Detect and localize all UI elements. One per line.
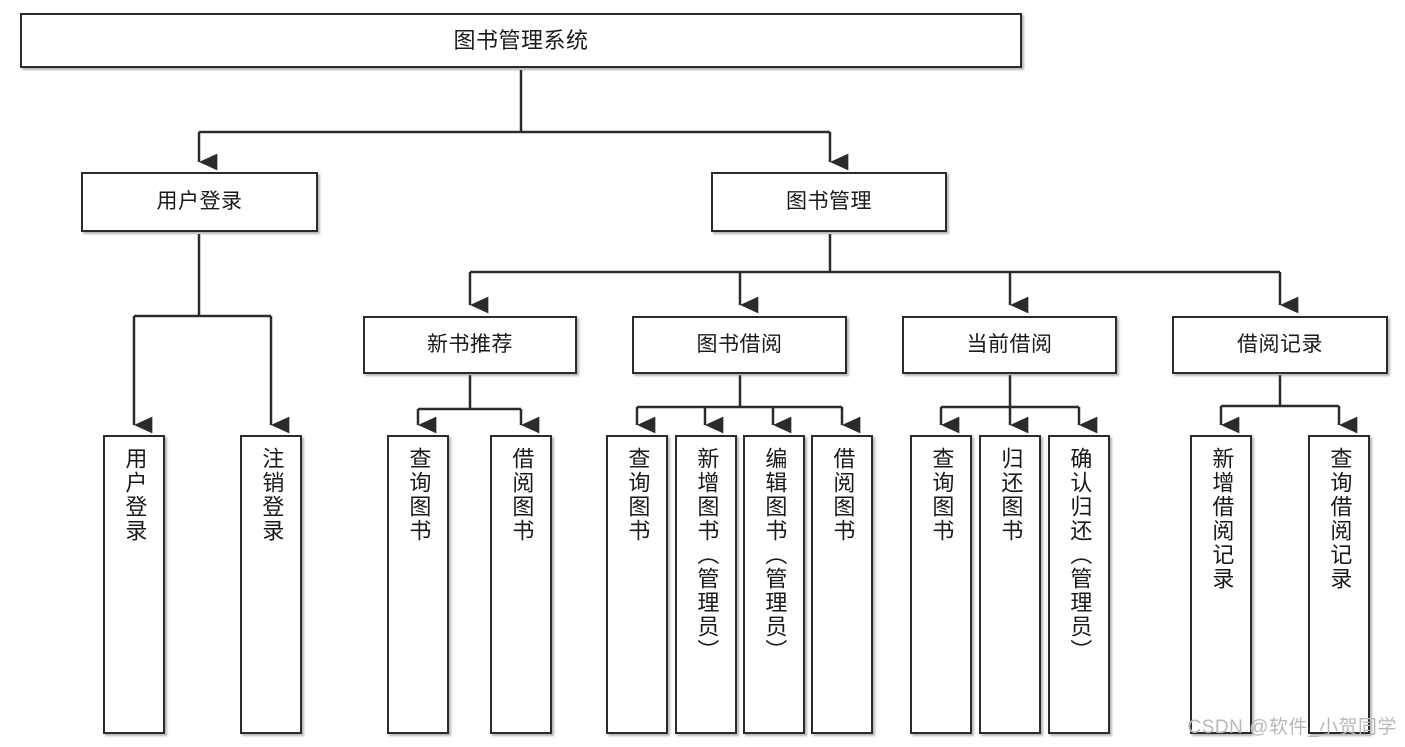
node-label: 新书推荐 — [427, 332, 513, 356]
node-label: 查询借阅记录 — [1327, 447, 1353, 591]
node-label: 借阅记录 — [1237, 332, 1323, 356]
leaf-borrow-book[interactable]: 借阅图书 — [811, 435, 873, 734]
leaf-query-borrow-record[interactable]: 查询借阅记录 — [1308, 435, 1370, 734]
leaf-query-book-new[interactable]: 查询图书 — [387, 435, 449, 734]
leaf-borrow-book-new[interactable]: 借阅图书 — [490, 435, 552, 734]
leaf-query-book-current[interactable]: 查询图书 — [910, 435, 972, 734]
leaf-user-login[interactable]: 用户登录 — [103, 435, 165, 734]
node-label: 用户登录 — [122, 447, 148, 543]
leaf-return-book[interactable]: 归还图书 — [979, 435, 1041, 734]
node-label: 图书管理系统 — [453, 27, 589, 53]
node-book-borrowing[interactable]: 图书借阅 — [632, 316, 847, 374]
leaf-confirm-return-admin[interactable]: 确认归还（管理员） — [1048, 435, 1110, 734]
node-book-management[interactable]: 图书管理 — [711, 172, 947, 232]
csdn-watermark: CSDN @软件_小贺同学 — [1187, 717, 1397, 738]
node-label: 确认归还（管理员） — [1067, 447, 1093, 663]
node-new-book-recommendation[interactable]: 新书推荐 — [363, 316, 577, 374]
node-label: 编辑图书（管理员） — [762, 447, 788, 663]
node-label: 图书管理 — [786, 189, 872, 213]
node-label: 当前借阅 — [966, 332, 1053, 356]
node-borrow-records[interactable]: 借阅记录 — [1172, 316, 1388, 374]
leaf-logout[interactable]: 注销登录 — [240, 435, 302, 734]
node-label: 用户登录 — [156, 189, 243, 213]
node-label: 归还图书 — [998, 447, 1024, 543]
node-label: 注销登录 — [259, 447, 285, 543]
node-label: 查询图书 — [929, 447, 955, 543]
node-user-login[interactable]: 用户登录 — [81, 172, 318, 232]
node-label: 图书借阅 — [696, 332, 783, 356]
node-label: 借阅图书 — [830, 447, 856, 543]
node-root-book-management-system[interactable]: 图书管理系统 — [20, 13, 1022, 68]
node-label: 新增图书（管理员） — [694, 447, 720, 663]
node-label: 查询图书 — [625, 447, 651, 543]
leaf-add-borrow-record[interactable]: 新增借阅记录 — [1190, 435, 1252, 734]
node-current-borrowing[interactable]: 当前借阅 — [902, 316, 1117, 374]
leaf-add-book-admin[interactable]: 新增图书（管理员） — [675, 435, 737, 734]
node-label: 借阅图书 — [509, 447, 535, 543]
leaf-query-book-borrow[interactable]: 查询图书 — [606, 435, 668, 734]
leaf-edit-book-admin[interactable]: 编辑图书（管理员） — [743, 435, 805, 734]
node-label: 查询图书 — [406, 447, 432, 543]
node-label: 新增借阅记录 — [1209, 447, 1235, 591]
